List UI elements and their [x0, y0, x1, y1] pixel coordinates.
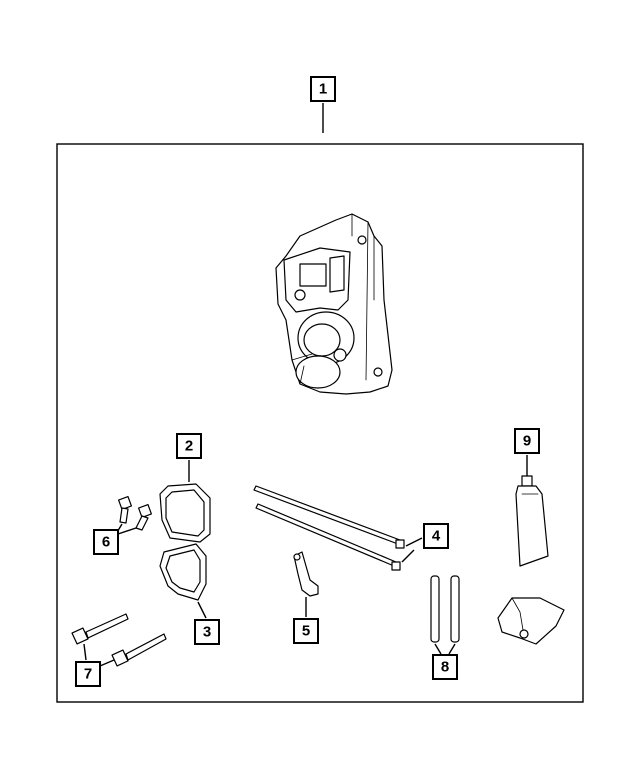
- callout-8-label: 8: [441, 659, 449, 676]
- screw-icon: [117, 495, 153, 531]
- turbo-actuator-icon: [275, 213, 393, 395]
- callout-1-label: 1: [319, 81, 327, 98]
- callout-8: 8: [432, 643, 458, 680]
- kit-frame: [56, 143, 584, 703]
- callout-4-label: 4: [432, 528, 441, 545]
- callout-3-label: 3: [203, 624, 211, 641]
- callout-7: 7: [75, 643, 115, 687]
- callout-7-label: 7: [84, 666, 92, 683]
- callout-6: 6: [93, 523, 137, 555]
- dowel-pin-icon: [430, 575, 460, 643]
- callout-2: 2: [176, 433, 202, 482]
- bolt-icon: [71, 613, 167, 667]
- cable-tie-icon: [253, 485, 405, 571]
- gasket-upper-icon: [159, 483, 211, 543]
- sealant-tube-icon: [515, 475, 549, 567]
- callout-4: 4: [401, 523, 449, 563]
- bracket-icon: [293, 551, 319, 597]
- callout-5-label: 5: [302, 623, 310, 640]
- callout-6-label: 6: [102, 534, 110, 551]
- callout-1: 1: [310, 76, 336, 133]
- callout-9-label: 9: [523, 433, 531, 450]
- callout-5: 5: [293, 597, 319, 644]
- callout-9: 9: [514, 428, 540, 476]
- gasket-lower-icon: [159, 543, 207, 601]
- callout-3: 3: [194, 601, 220, 645]
- seal-pad-icon: [497, 597, 565, 645]
- callout-2-label: 2: [185, 438, 193, 455]
